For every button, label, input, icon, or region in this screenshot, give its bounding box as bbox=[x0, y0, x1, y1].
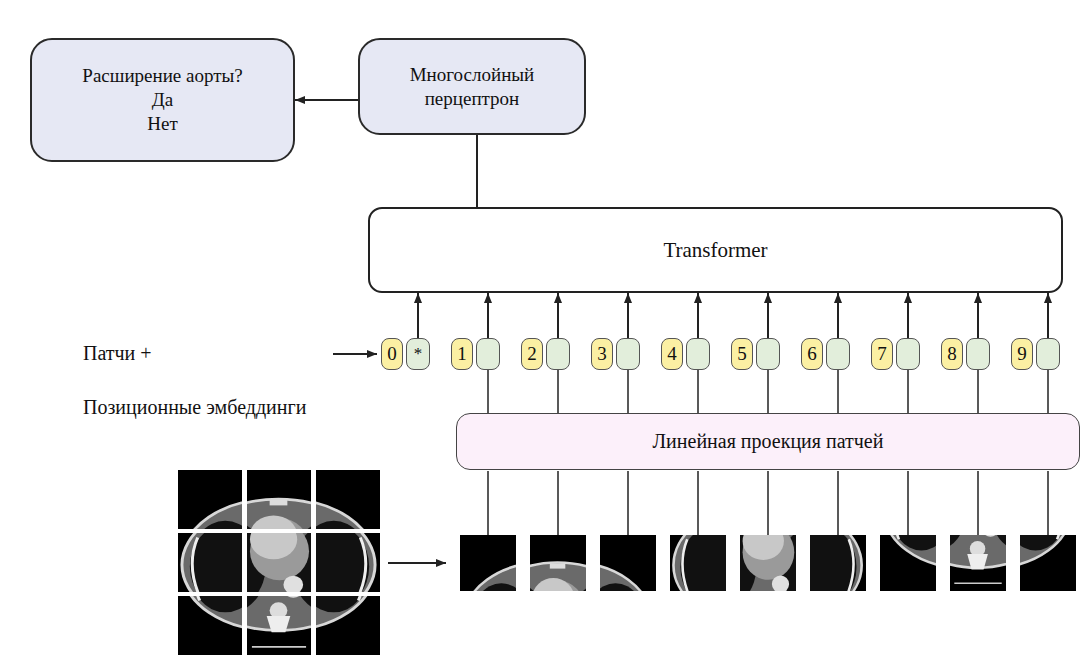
token-pair-text: 8 bbox=[947, 343, 957, 365]
feed-line bbox=[487, 370, 489, 413]
mlp-box-text: Многослойный перцептрон bbox=[378, 63, 566, 111]
position-token: 1 bbox=[451, 338, 473, 370]
output-box-text: Расширение аорты? bbox=[82, 64, 242, 88]
token-pair-text: 1 bbox=[457, 343, 467, 365]
token-pair-text: 7 bbox=[877, 343, 887, 365]
output-box-text: Да bbox=[152, 88, 173, 112]
projection-box: Линейная проекция патчей bbox=[456, 413, 1080, 470]
feed-line bbox=[1047, 471, 1049, 535]
position-token: 5 bbox=[731, 338, 753, 370]
feed-line bbox=[627, 370, 629, 413]
feed-line bbox=[627, 471, 629, 535]
ct-cell bbox=[188, 478, 380, 655]
token-pair: 3 bbox=[591, 338, 640, 370]
embedding-box bbox=[616, 338, 640, 370]
connector-arrow bbox=[767, 293, 769, 338]
token-pair: 9 bbox=[1011, 338, 1060, 370]
token-pair: 5 bbox=[731, 338, 780, 370]
mlp-box: Многослойный перцептрон bbox=[358, 38, 586, 135]
feed-line bbox=[977, 370, 979, 413]
embedding-box bbox=[826, 338, 850, 370]
token-pair: 7 bbox=[871, 338, 920, 370]
feed-line bbox=[767, 370, 769, 413]
feed-line bbox=[557, 370, 559, 413]
token-pair: 2 bbox=[521, 338, 570, 370]
ct-grid bbox=[178, 470, 380, 655]
connector-arrow bbox=[557, 293, 559, 338]
class-token-text: * bbox=[414, 344, 423, 364]
connector-arrow bbox=[697, 293, 699, 338]
feed-line bbox=[697, 370, 699, 413]
embedding-box bbox=[896, 338, 920, 370]
position-token: 9 bbox=[1011, 338, 1033, 370]
connector-arrow bbox=[837, 293, 839, 338]
feed-line bbox=[907, 370, 909, 413]
transformer-box-text: Transformer bbox=[663, 238, 767, 263]
token-pair-text: 5 bbox=[737, 343, 747, 365]
connector-arrow bbox=[487, 293, 489, 338]
token-pair-text: 6 bbox=[807, 343, 817, 365]
connector-arrow bbox=[295, 99, 358, 101]
token-pair: 4 bbox=[661, 338, 710, 370]
embedding-box bbox=[756, 338, 780, 370]
output-box-text: Нет bbox=[147, 112, 177, 136]
feed-line bbox=[977, 471, 979, 535]
position-token: 7 bbox=[871, 338, 893, 370]
label-holder: Позиционные эмбеддинги bbox=[83, 396, 306, 419]
embedding-box bbox=[1036, 338, 1060, 370]
label-holder: Патчи + bbox=[83, 342, 152, 365]
connector-arrow bbox=[907, 293, 909, 338]
projection-box-text: Линейная проекция патчей bbox=[653, 430, 884, 453]
position-token-text: 0 bbox=[387, 343, 397, 365]
feed-line bbox=[487, 471, 489, 535]
embedding-box bbox=[546, 338, 570, 370]
connector-arrow bbox=[627, 293, 629, 338]
connector-arrow bbox=[476, 135, 478, 207]
caption-label: Патчи + bbox=[83, 342, 152, 365]
patch bbox=[488, 535, 656, 671]
token-pair: 1 bbox=[451, 338, 500, 370]
connector-arrow bbox=[977, 293, 979, 338]
patch bbox=[698, 479, 866, 647]
token-pair-text: 2 bbox=[527, 343, 537, 365]
position-token: 8 bbox=[941, 338, 963, 370]
flow-arrow bbox=[388, 562, 446, 564]
embedding-box bbox=[476, 338, 500, 370]
embedding-box bbox=[686, 338, 710, 370]
position-token: 4 bbox=[661, 338, 683, 370]
feed-line bbox=[697, 471, 699, 535]
feed-line bbox=[1047, 370, 1049, 413]
position-token: 6 bbox=[801, 338, 823, 370]
position-token: 3 bbox=[591, 338, 613, 370]
connector-arrow bbox=[417, 293, 419, 338]
caption-label: Позиционные эмбеддинги bbox=[83, 396, 306, 419]
token-pair-text: 4 bbox=[667, 343, 677, 365]
feed-line bbox=[837, 471, 839, 535]
position-token: 0 bbox=[381, 338, 403, 370]
class-token: * bbox=[406, 338, 430, 370]
transformer-box: Transformer bbox=[368, 207, 1063, 293]
token-pair-text: 9 bbox=[1017, 343, 1027, 365]
feed-line bbox=[837, 370, 839, 413]
pointer-arrow bbox=[333, 353, 377, 355]
token-pair: 8 bbox=[941, 338, 990, 370]
output-box: Расширение аорты?ДаНет bbox=[30, 38, 295, 162]
feed-line bbox=[767, 471, 769, 535]
embedding-box bbox=[966, 338, 990, 370]
position-token: 2 bbox=[521, 338, 543, 370]
connector-arrow bbox=[1047, 293, 1049, 338]
feed-line bbox=[557, 471, 559, 535]
token-pair: 6 bbox=[801, 338, 850, 370]
feed-line bbox=[907, 471, 909, 535]
token-pair-text: 3 bbox=[597, 343, 607, 365]
